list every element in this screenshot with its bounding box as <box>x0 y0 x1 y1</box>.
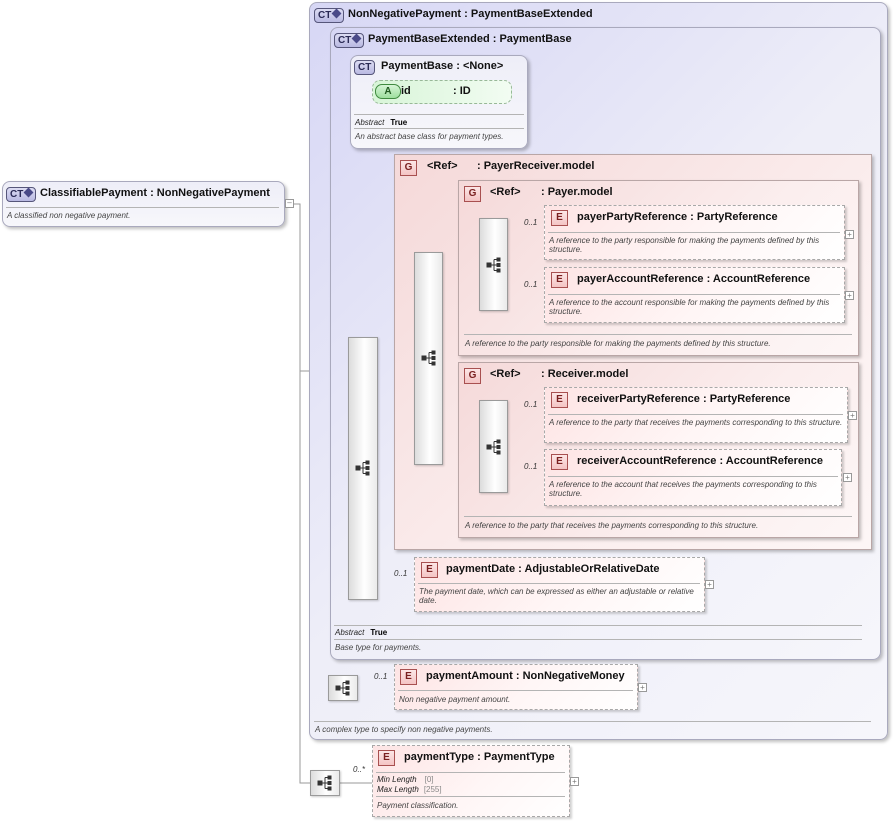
payment-base-title: PaymentBase : <None> <box>381 60 504 72</box>
element-icon: E <box>378 750 395 766</box>
group-icon: G <box>400 160 417 176</box>
collapse-toggle-icon[interactable]: – <box>285 199 294 208</box>
sequence-icon <box>421 350 436 366</box>
attribute-icon: A <box>375 84 401 99</box>
payment-amount-title: paymentAmount : NonNegativeMoney <box>426 670 625 682</box>
payment-base-extended-doc: Base type for payments. <box>335 643 422 652</box>
id-attribute-type: : ID <box>453 85 471 97</box>
payment-amount-doc: Non negative payment amount. <box>399 695 511 704</box>
payment-type-title: paymentType : PaymentType <box>404 751 555 763</box>
expand-toggle-icon[interactable]: + <box>845 291 854 300</box>
expand-toggle-icon[interactable]: + <box>848 411 857 420</box>
complex-type-icon: CT <box>314 8 345 23</box>
element-icon: E <box>551 392 568 408</box>
expand-toggle-icon[interactable]: + <box>705 580 714 589</box>
id-attribute-name: id <box>401 85 411 97</box>
payer-model-doc: A reference to the party responsible for… <box>465 339 771 348</box>
payment-date-doc: The payment date, which can be expressed… <box>419 587 694 605</box>
payment-type-min-length: Min Length[0] <box>377 775 434 784</box>
receiver-model-name: : Receiver.model <box>541 368 629 380</box>
sequence-compositor[interactable] <box>348 337 378 600</box>
sequence-icon <box>486 257 501 273</box>
payer-party-reference-doc: A reference to the party responsible for… <box>549 236 820 254</box>
complex-type-icon: CT <box>354 60 376 75</box>
element-icon: E <box>400 669 417 685</box>
payment-base-doc: An abstract base class for payment types… <box>355 132 504 141</box>
receiver-account-reference-element[interactable]: E receiverAccountReference : AccountRefe… <box>544 449 842 506</box>
classifiable-payment-box[interactable]: CT ClassifiablePayment : NonNegativePaym… <box>2 181 285 227</box>
complex-type-icon: CT <box>334 33 365 48</box>
group-icon: G <box>464 368 481 384</box>
receiver-account-reference-doc: A reference to the account that receives… <box>549 480 817 498</box>
payment-date-multiplicity: 0..1 <box>394 569 408 578</box>
payment-date-element[interactable]: E paymentDate : AdjustableOrRelativeDate… <box>414 557 705 612</box>
payment-date-title: paymentDate : AdjustableOrRelativeDate <box>446 563 660 575</box>
payment-base-extended-title: PaymentBaseExtended : PaymentBase <box>368 33 572 45</box>
payer-party-reference-title: payerPartyReference : PartyReference <box>577 211 778 223</box>
payment-type-max-length: Max Length[255] <box>377 785 442 794</box>
receiver-party-multiplicity: 0..1 <box>524 400 538 409</box>
expand-toggle-icon[interactable]: + <box>638 683 647 692</box>
sequence-icon <box>355 460 370 476</box>
classifiable-payment-doc: A classified non negative payment. <box>7 211 131 220</box>
payer-party-reference-element[interactable]: E payerPartyReference : PartyReference A… <box>544 205 845 260</box>
classifiable-payment-title: ClassifiablePayment : NonNegativePayment <box>40 187 270 199</box>
payment-type-multiplicity: 0..* <box>353 765 366 774</box>
expand-toggle-icon[interactable]: + <box>843 473 852 482</box>
payer-account-multiplicity: 0..1 <box>524 280 538 289</box>
payment-type-element[interactable]: E paymentType : PaymentType Min Length[0… <box>372 745 570 817</box>
payment-amount-multiplicity: 0..1 <box>374 672 388 681</box>
element-icon: E <box>421 562 438 578</box>
complex-type-icon: CT <box>6 187 37 202</box>
sequence-icon <box>335 680 350 696</box>
sequence-icon <box>317 775 332 791</box>
element-icon: E <box>551 272 568 288</box>
group-icon: G <box>464 186 481 202</box>
payer-receiver-ref: <Ref> <box>427 160 458 172</box>
receiver-party-reference-element[interactable]: E receiverPartyReference : PartyReferenc… <box>544 387 848 443</box>
receiver-account-reference-title: receiverAccountReference : AccountRefere… <box>577 455 823 467</box>
payer-account-reference-element[interactable]: E payerAccountReference : AccountReferen… <box>544 267 845 323</box>
payer-account-reference-doc: A reference to the account responsible f… <box>549 298 830 316</box>
expand-toggle-icon[interactable]: + <box>570 777 579 786</box>
receiver-model-ref: <Ref> <box>490 368 521 380</box>
element-icon: E <box>551 210 568 226</box>
receiver-account-multiplicity: 0..1 <box>524 462 538 471</box>
payment-type-doc: Payment classification. <box>377 801 459 810</box>
receiver-party-reference-doc: A reference to the party that receives t… <box>549 418 843 427</box>
id-attribute[interactable]: A id : ID <box>372 80 512 104</box>
non-negative-payment-doc: A complex type to specify non negative p… <box>315 725 493 734</box>
expand-toggle-icon[interactable]: + <box>845 230 854 239</box>
payment-amount-element[interactable]: E paymentAmount : NonNegativeMoney Non n… <box>394 664 638 710</box>
element-icon: E <box>551 454 568 470</box>
payer-model-name: : Payer.model <box>541 186 613 198</box>
payer-receiver-name: : PayerReceiver.model <box>477 160 595 172</box>
receiver-model-doc: A reference to the party that receives t… <box>465 521 759 530</box>
payer-account-reference-title: payerAccountReference : AccountReference <box>577 273 811 285</box>
payer-model-ref: <Ref> <box>490 186 521 198</box>
receiver-party-reference-title: receiverPartyReference : PartyReference <box>577 393 791 405</box>
non-negative-payment-title: NonNegativePayment : PaymentBaseExtended <box>348 8 593 20</box>
sequence-icon <box>486 439 501 455</box>
payer-party-multiplicity: 0..1 <box>524 218 538 227</box>
